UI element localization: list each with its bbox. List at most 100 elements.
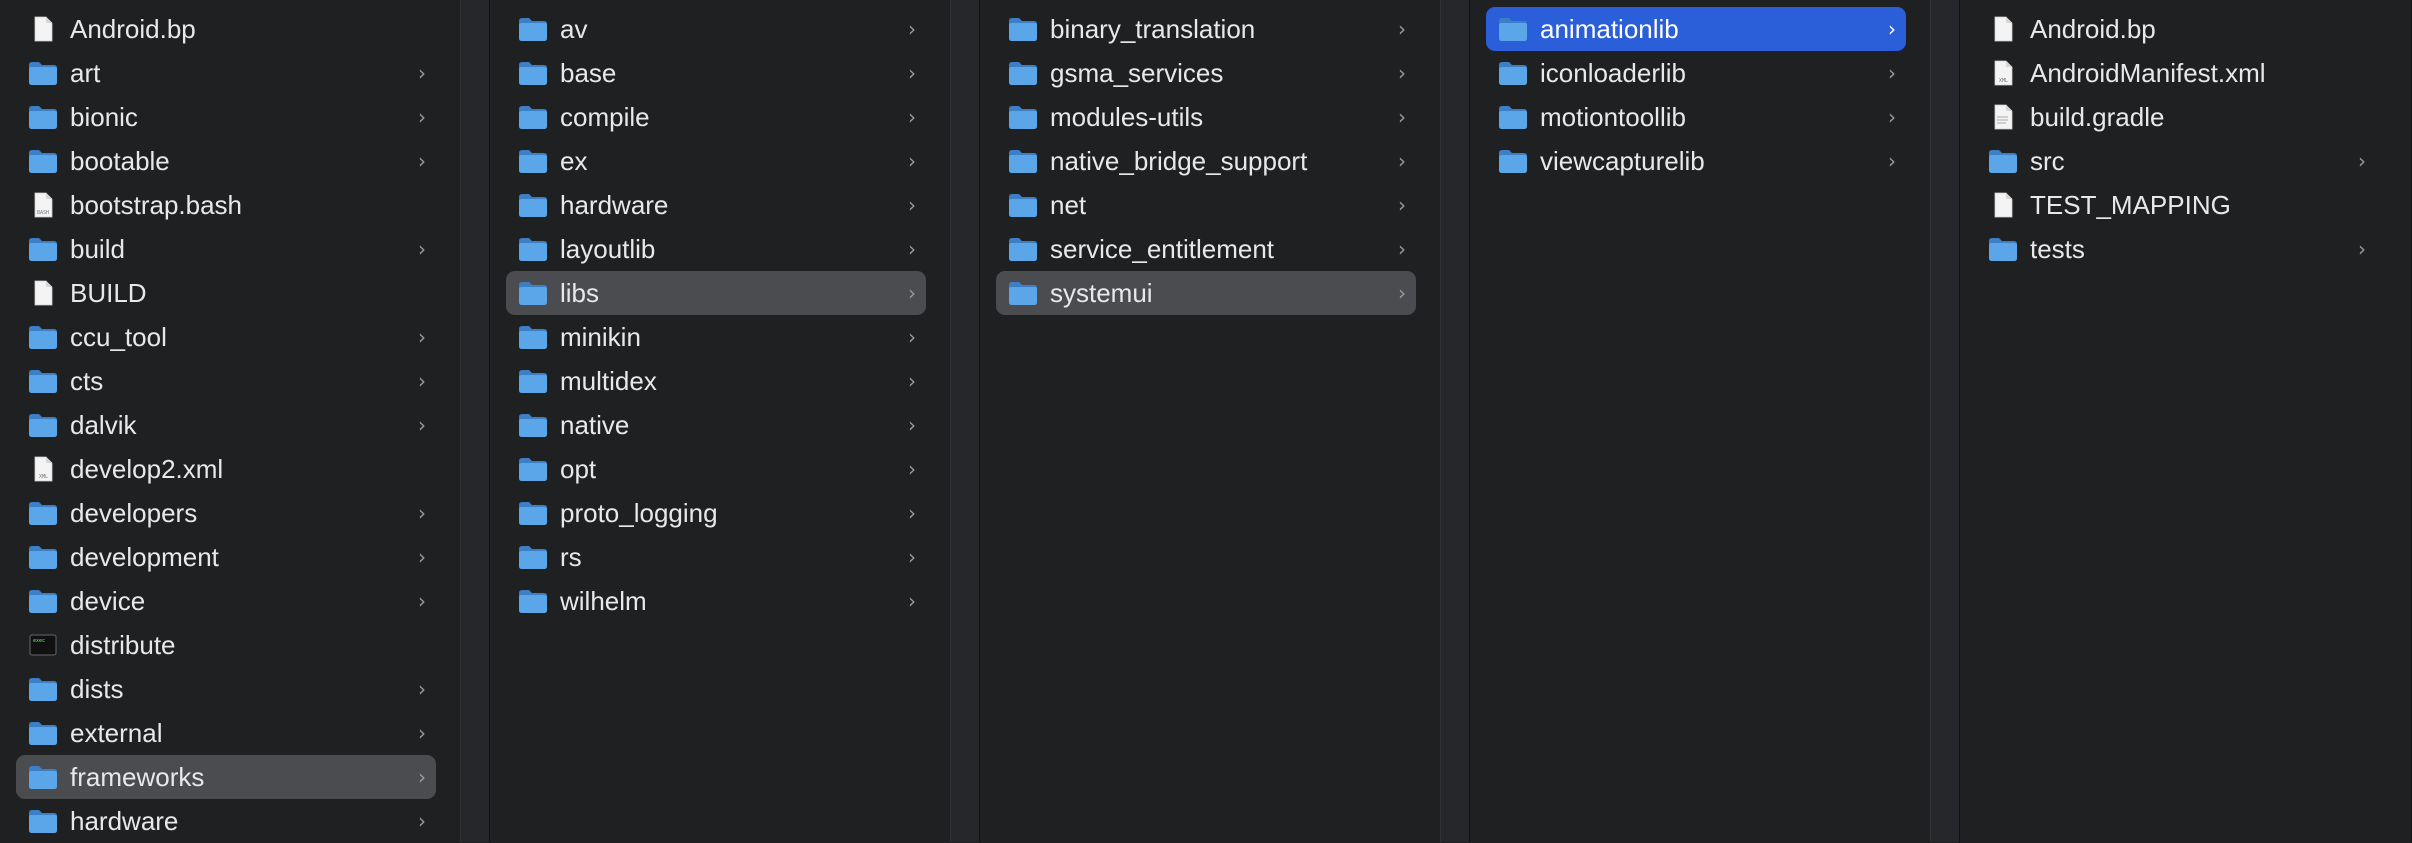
folder-row[interactable]: av› (506, 7, 926, 51)
folder-row[interactable]: wilhelm› (506, 579, 926, 623)
folder-row[interactable]: multidex› (506, 359, 926, 403)
folder-row[interactable]: motiontoollib› (1486, 95, 1906, 139)
chevron-right-icon: › (1398, 149, 1406, 173)
folder-row[interactable]: ex› (506, 139, 926, 183)
item-label: rs (560, 542, 582, 572)
chevron-right-icon: › (418, 677, 426, 701)
file-row[interactable]: Android.bp (16, 7, 436, 51)
folder-row[interactable]: service_entitlement› (996, 227, 1416, 271)
folder-row[interactable]: hardware› (16, 799, 436, 843)
chevron-right-icon: › (1398, 237, 1406, 261)
chevron-right-icon: › (1888, 61, 1896, 85)
chevron-right-icon: › (908, 501, 916, 525)
file-row[interactable]: build.gradle (1976, 95, 2376, 139)
folder-icon (518, 368, 548, 394)
column-2[interactable]: av›base›compile›ex›hardware›layoutlib›li… (490, 0, 980, 842)
folder-row[interactable]: external› (16, 711, 436, 755)
item-label: ccu_tool (70, 322, 167, 352)
folder-row[interactable]: viewcapturelib› (1486, 139, 1906, 183)
folder-row[interactable]: gsma_services› (996, 51, 1416, 95)
folder-row[interactable]: tests› (1976, 227, 2376, 271)
file-row[interactable]: BUILD (16, 271, 436, 315)
folder-row[interactable]: iconloaderlib › (1486, 51, 1906, 95)
folder-row[interactable]: frameworks› (16, 755, 436, 799)
chevron-right-icon: › (908, 545, 916, 569)
folder-icon (28, 104, 58, 130)
chevron-right-icon: › (908, 237, 916, 261)
item-label: bootable (70, 146, 170, 176)
folder-row[interactable]: dalvik› (16, 403, 436, 447)
folder-row[interactable]: animationlib› (1486, 7, 1906, 51)
folder-row[interactable]: device › (16, 579, 436, 623)
column-3[interactable]: binary_translation›gsma_services›modules… (980, 0, 1470, 842)
item-label: wilhelm (560, 586, 647, 616)
column-divider[interactable] (1440, 0, 1469, 842)
column-divider[interactable] (950, 0, 979, 842)
chevron-right-icon: › (418, 589, 426, 613)
folder-row[interactable]: modules-utils › (996, 95, 1416, 139)
folder-row[interactable]: layoutlib› (506, 227, 926, 271)
chevron-right-icon: › (908, 369, 916, 393)
folder-row[interactable]: bionic› (16, 95, 436, 139)
chevron-right-icon: › (418, 61, 426, 85)
chevron-right-icon: › (418, 149, 426, 173)
item-label: iconloaderlib (1540, 58, 1686, 88)
folder-row[interactable]: developers› (16, 491, 436, 535)
folder-row[interactable]: libs› (506, 271, 926, 315)
folder-icon (1008, 148, 1038, 174)
folder-row[interactable]: ccu_tool› (16, 315, 436, 359)
folder-row[interactable]: dists› (16, 667, 436, 711)
chevron-right-icon: › (1398, 17, 1406, 41)
column-4[interactable]: animationlib› iconloaderlib › motiontoollib… (1470, 0, 1960, 842)
folder-row[interactable]: cts› (16, 359, 436, 403)
chevron-right-icon: › (1398, 61, 1406, 85)
folder-row[interactable]: build› (16, 227, 436, 271)
chevron-right-icon: › (2358, 149, 2366, 173)
item-label: device (70, 586, 146, 616)
folder-row[interactable]: net› (996, 183, 1416, 227)
folder-icon (28, 720, 58, 746)
folder-icon (28, 148, 58, 174)
folder-row[interactable]: bootable › (16, 139, 436, 183)
folder-icon (28, 236, 58, 262)
chevron-right-icon: › (1398, 105, 1406, 129)
chevron-right-icon: › (908, 193, 916, 217)
folder-row[interactable]: opt› (506, 447, 926, 491)
chevron-right-icon: › (418, 765, 426, 789)
chevron-right-icon: › (908, 17, 916, 41)
column-divider[interactable] (1930, 0, 1959, 842)
item-label: modules-utils (1050, 102, 1204, 132)
column-divider[interactable] (460, 0, 489, 842)
file-row[interactable]: Android.bp (1976, 7, 2376, 51)
item-label: Android.bp (2030, 14, 2156, 44)
item-label: AndroidManifest.xml (2030, 58, 2266, 88)
chevron-right-icon: › (908, 61, 916, 85)
folder-icon (1008, 192, 1038, 218)
folder-icon (28, 412, 58, 438)
folder-row[interactable]: development› (16, 535, 436, 579)
folder-row[interactable]: compile› (506, 95, 926, 139)
folder-row[interactable]: src› (1976, 139, 2376, 183)
folder-row[interactable]: art› (16, 51, 436, 95)
item-label: ex (560, 146, 588, 176)
folder-row[interactable]: binary_translation› (996, 7, 1416, 51)
folder-row[interactable]: native_bridge_support› (996, 139, 1416, 183)
folder-row[interactable]: native› (506, 403, 926, 447)
folder-row[interactable]: hardware› (506, 183, 926, 227)
folder-row[interactable]: base› (506, 51, 926, 95)
folder-row[interactable]: systemui› (996, 271, 1416, 315)
chevron-right-icon: › (1398, 193, 1406, 217)
folder-row[interactable]: minikin› (506, 315, 926, 359)
folder-row[interactable]: proto_logging› (506, 491, 926, 535)
folder-icon (28, 808, 58, 834)
folder-icon (1988, 148, 2018, 174)
file-icon (1988, 16, 2018, 42)
file-row[interactable]: TEST_MAPPING (1976, 183, 2376, 227)
folder-row[interactable]: rs › (506, 535, 926, 579)
